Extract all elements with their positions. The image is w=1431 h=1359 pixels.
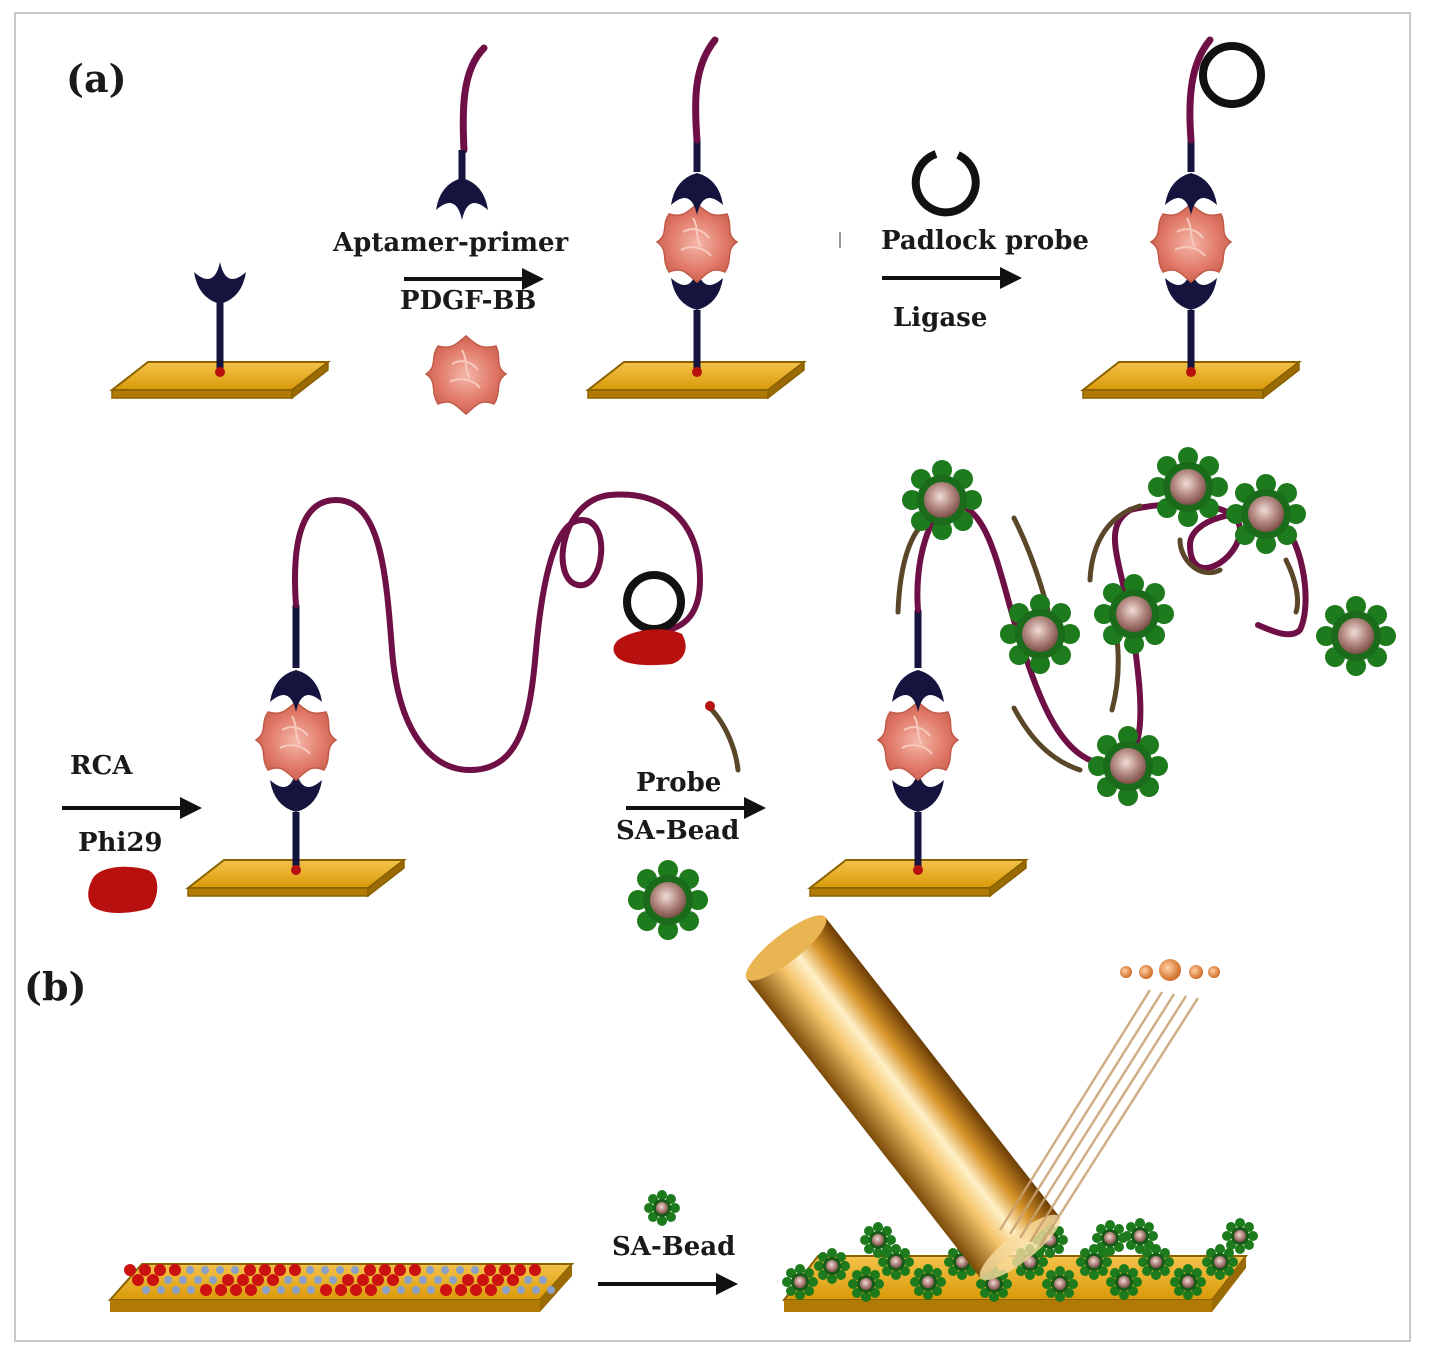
- phi29-polymerase: [88, 866, 158, 913]
- panel-b-substrate-right: [781, 1218, 1258, 1312]
- stage3-circularized: [1082, 36, 1300, 399]
- stage1-surface: [111, 262, 329, 399]
- label-pdgf-bb: PDGF-BB: [400, 286, 537, 316]
- label-aptamer-primer: Aptamer-primer: [333, 228, 569, 258]
- stage2-sandwich: [587, 36, 805, 399]
- sa-bead-small: [644, 1190, 680, 1226]
- sa-bead-free: [628, 860, 708, 940]
- aptamer-primer-probe: [436, 44, 488, 220]
- label-probe: Probe: [636, 768, 722, 798]
- label-rca: RCA: [70, 751, 133, 781]
- label-ligase: Ligase: [893, 303, 988, 333]
- probe-strand: [707, 705, 741, 773]
- laser-beam-rod: [745, 915, 1061, 1281]
- panel-b-substrate-left: [107, 1263, 575, 1312]
- panel-b-label: (b): [24, 964, 87, 1009]
- padlock-probe-ring: [911, 150, 980, 217]
- label-sa-bead-a: SA-Bead: [616, 816, 740, 846]
- pdgf-bb-protein: [425, 335, 507, 415]
- probe-biotin: [705, 701, 715, 711]
- stage5-bead-labeled: [809, 447, 1396, 897]
- label-sa-bead-b: SA-Bead: [612, 1232, 736, 1262]
- panel-a-label: (a): [66, 56, 127, 101]
- label-phi29: Phi29: [78, 828, 163, 858]
- label-padlock-probe: Padlock probe: [881, 226, 1089, 256]
- arrow-step3: [60, 795, 204, 821]
- arrow-step2: [880, 265, 1024, 291]
- ion-particles: [1120, 959, 1220, 981]
- figure-border: [14, 12, 1411, 1342]
- arrow-step5: [596, 1271, 740, 1297]
- stage4-rca-product: [187, 491, 704, 897]
- ablation-plume: [998, 989, 1200, 1247]
